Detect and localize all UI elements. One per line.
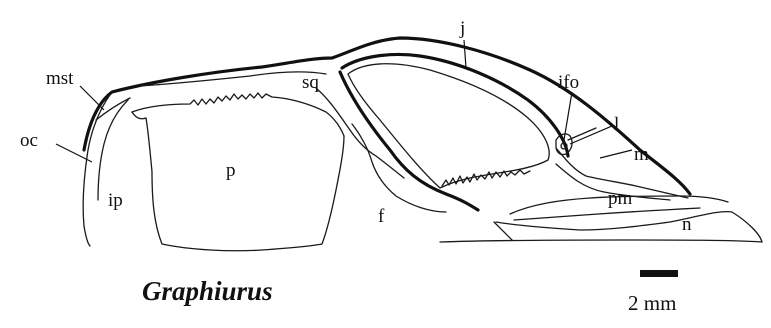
leader-mst bbox=[80, 86, 104, 110]
label-sq: sq bbox=[302, 72, 319, 93]
parietal-outline bbox=[132, 112, 344, 251]
leader-m bbox=[600, 150, 632, 158]
label-oc: oc bbox=[20, 130, 38, 151]
label-n: n bbox=[682, 214, 692, 235]
figure-title: Graphiurus bbox=[142, 276, 273, 306]
zygomatic-arch-upper bbox=[342, 55, 568, 157]
ventral-rostrum bbox=[494, 222, 512, 240]
dorsal-profile bbox=[84, 38, 690, 194]
label-pm: pm bbox=[608, 188, 633, 209]
premaxilla-lower bbox=[514, 208, 700, 220]
scale-bar-group: 2 mm bbox=[628, 270, 678, 315]
label-m: m bbox=[634, 144, 649, 165]
nasal-outline bbox=[496, 212, 762, 242]
orbit-floor-suture bbox=[442, 170, 530, 186]
label-j: j bbox=[459, 18, 465, 39]
rostrum-base bbox=[440, 240, 762, 242]
label-ip: ip bbox=[108, 190, 123, 211]
scale-bar-label: 2 mm bbox=[628, 291, 676, 315]
occipital-outline bbox=[83, 92, 112, 246]
label-p: p bbox=[226, 160, 236, 181]
label-f: f bbox=[378, 206, 385, 227]
skull-outline bbox=[83, 38, 762, 251]
leader-l bbox=[570, 126, 612, 144]
orbit-lower-frame bbox=[340, 72, 478, 210]
label-ifo: ifo bbox=[558, 72, 579, 93]
squamosal-lower bbox=[352, 124, 446, 212]
parietal-suture-top bbox=[132, 93, 344, 136]
lacrimal-line bbox=[568, 128, 596, 140]
leader-j bbox=[464, 40, 466, 68]
label-l: l bbox=[614, 114, 619, 135]
leader-oc bbox=[56, 144, 92, 162]
label-mst: mst bbox=[46, 68, 74, 89]
scale-bar bbox=[640, 270, 678, 277]
leader-ifo bbox=[564, 92, 572, 140]
orbit-inner bbox=[348, 64, 549, 188]
